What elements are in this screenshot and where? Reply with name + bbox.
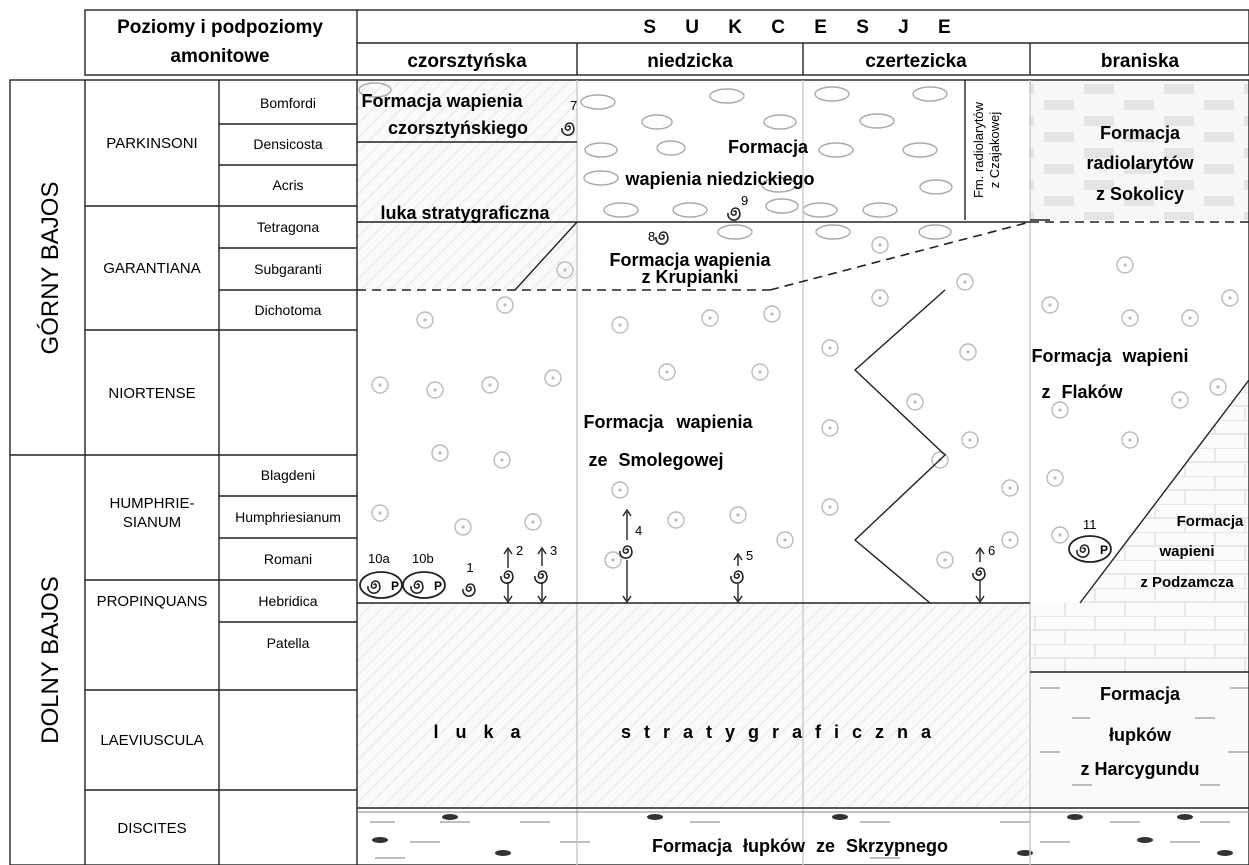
site-4: 4: [635, 523, 642, 538]
czorsztyn-formation-2: czorsztyńskiego: [388, 118, 528, 138]
subzone-hebridica: Hebridica: [258, 593, 317, 609]
site-10a-p: P: [391, 579, 399, 593]
lower-gap-label-a: l u k a: [433, 722, 526, 742]
subzone-dichotoma: Dichotoma: [255, 302, 322, 318]
site-10a: 10a: [368, 551, 390, 566]
zone-niortense: NIORTENSE: [108, 385, 195, 402]
harcygund-formation-2: łupków: [1109, 725, 1172, 745]
subzone-bomfordi: Bomfordi: [260, 95, 316, 111]
site-11-p: P: [1100, 543, 1108, 557]
czorsztyn-fill: [357, 80, 577, 290]
harcygund-formation-3: z Harcygundu: [1080, 759, 1199, 779]
stage-lower-bajocian: DOLNY BAJOS: [37, 576, 64, 744]
lower-gap-label-b: s t r a t y g r a f i c z n a: [621, 722, 935, 742]
sokolica-formation-1: Formacja: [1100, 123, 1181, 143]
site-5: 5: [746, 548, 753, 563]
shale-pattern: [370, 687, 1249, 859]
site-7: 7: [570, 98, 577, 113]
nodule-pattern: [358, 82, 953, 240]
smolegowa-fill: [357, 290, 1030, 603]
succession-branisko: braniska: [1101, 51, 1180, 72]
krupianka-formation-1: Formacja wapienia: [609, 250, 771, 270]
zone-laeviuscula: LAEVIUSCULA: [100, 732, 203, 749]
sokolica-fill: [1030, 80, 1249, 220]
succession-niedzica: niedzicka: [647, 51, 733, 72]
skrzypne-formation: Formacja łupków ze Skrzypnego: [652, 836, 948, 856]
site-11: 11: [1083, 517, 1097, 532]
successions-header: S U K C E S J E: [643, 17, 962, 38]
grid-lines: [9, 9, 1249, 865]
zones-header-line1: Poziomy i podpoziomy: [117, 17, 323, 38]
czorsztyn-formation-1: Formacja wapienia: [361, 91, 523, 111]
dashed-boundaries: [357, 221, 1249, 291]
subzone-tetragona: Tetragona: [257, 219, 319, 235]
smolegowa-formation-1: Formacja wapienia: [583, 412, 753, 432]
czajakowa-formation-1: Fm. radiolarytów: [971, 101, 986, 198]
sokolica-formation-2: radiolarytów: [1086, 153, 1194, 173]
subzone-humphriesianum: Humphriesianum: [235, 509, 341, 525]
zone-humphriesianum-1: HUMPHRIE-: [110, 495, 195, 512]
stage-upper-bajocian: GÓRNY BAJOS: [37, 182, 64, 355]
zones-header-line2: amonitowe: [170, 46, 269, 67]
zone-humphriesianum-2: SIANUM: [123, 514, 181, 531]
zone-propinquans: PROPINQUANS: [97, 593, 208, 610]
site-1: 1: [466, 560, 473, 575]
flaki-formation-2: z Flaków: [1041, 382, 1123, 402]
site-markers: [359, 508, 1112, 604]
czajakowa-formation-2: z Czajakowej: [987, 112, 1002, 189]
zone-discites: DISCITES: [117, 820, 186, 837]
subzone-blagdeni: Blagdeni: [261, 467, 316, 483]
zone-parkinsoni: PARKINSONI: [106, 135, 197, 152]
site-10b-p: P: [434, 579, 442, 593]
podzamcze-formation-1: Formacja: [1177, 513, 1244, 530]
site-9: 9: [741, 193, 748, 208]
succession-czertezik: czertezicka: [865, 51, 967, 72]
sokolica-formation-3: z Sokolicy: [1096, 184, 1184, 204]
niedzica-formation-1: Formacja: [728, 137, 809, 157]
site-10b: 10b: [412, 551, 434, 566]
succession-czorsztyn: czorsztyńska: [407, 51, 527, 72]
harcygund-formation-1: Formacja: [1100, 684, 1181, 704]
site-2: 2: [516, 543, 523, 558]
subzone-densicosta: Densicosta: [253, 136, 322, 152]
zone-garantiana: GARANTIANA: [103, 260, 201, 277]
niedzica-formation-2: wapienia niedzickiego: [624, 169, 814, 189]
concretion-pattern: [372, 814, 1233, 856]
podzamcze-formation-3: z Podzamcza: [1140, 574, 1234, 591]
flaki-formation-1: Formacja wapieni: [1031, 346, 1188, 366]
site-6: 6: [988, 543, 995, 558]
upper-gap-label: luka stratygraficzna: [380, 203, 550, 223]
subzone-subgaranti: Subgaranti: [254, 261, 322, 277]
smolegowa-formation-2: ze Smolegowej: [588, 450, 723, 470]
krupianka-formation-2: z Krupianki: [641, 267, 738, 287]
subzone-romani: Romani: [264, 551, 312, 567]
podzamcze-formation-2: wapieni: [1158, 543, 1214, 560]
lower-gap-fill: [357, 603, 1030, 808]
site-3: 3: [550, 543, 557, 558]
site-8: 8: [648, 229, 655, 244]
subzone-patella: Patella: [267, 635, 310, 651]
subzone-acris: Acris: [272, 177, 303, 193]
